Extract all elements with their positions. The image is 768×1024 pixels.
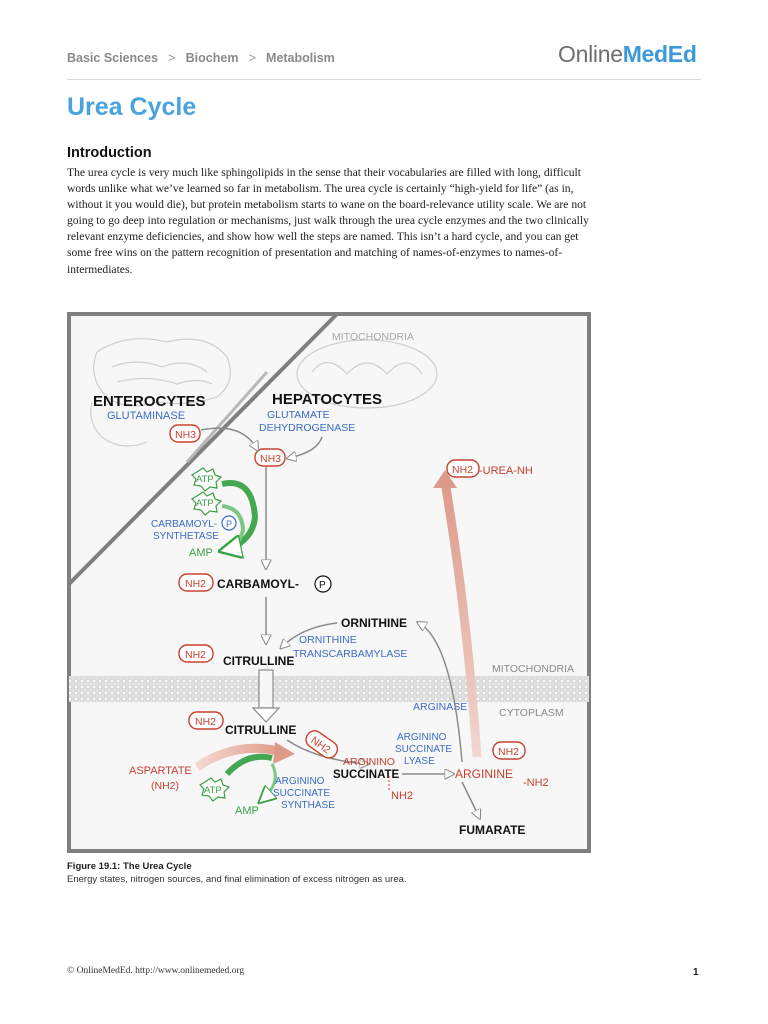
svg-text:ATP: ATP bbox=[196, 474, 214, 485]
nh2-badge-arginine: NH2 bbox=[492, 741, 526, 760]
aspartate-nh2-label: (NH2) bbox=[151, 780, 179, 792]
arrow-ornithine-to-citrulline bbox=[282, 622, 338, 647]
mitochondria-sketch-icon bbox=[296, 339, 438, 409]
logo-online-text: Online bbox=[558, 41, 623, 67]
asl-label-1: ARGININO bbox=[397, 732, 447, 743]
figure-caption-title: Figure 19.1: The Urea Cycle bbox=[67, 861, 192, 872]
mitochondrial-membrane bbox=[69, 676, 589, 702]
citrulline-transport-arrow bbox=[258, 669, 274, 709]
svg-text:NH2: NH2 bbox=[195, 716, 216, 728]
intro-paragraph: The urea cycle is very much like sphingo… bbox=[67, 166, 589, 276]
urea-cycle-figure: MITOCHONDRIA MITOCHONDRIA CYTOPLASM ENTE… bbox=[67, 312, 591, 853]
ornithine-label: ORNITHINE bbox=[341, 616, 407, 630]
breadcrumb-item-biochem[interactable]: Biochem bbox=[185, 50, 239, 65]
phosphate-icon-small bbox=[221, 515, 237, 531]
atp-burst-1: ATP bbox=[191, 467, 223, 492]
breadcrumb-separator: > bbox=[168, 50, 176, 65]
hepatocytes-label: HEPATOCYTES bbox=[272, 391, 382, 408]
glutamate-dh-label-2: DEHYDROGENASE bbox=[259, 422, 355, 434]
argininosuccinate-label-a: ARGININO bbox=[343, 756, 395, 768]
glutaminase-label: GLUTAMINASE bbox=[107, 410, 185, 422]
green-arrow-atp-2 bbox=[222, 504, 246, 550]
nh3-badge-hepatocyte: NH3 bbox=[254, 448, 286, 467]
svg-text:NH2: NH2 bbox=[185, 649, 206, 661]
enterocytes-label: ENTEROCYTES bbox=[93, 393, 206, 410]
ass-label-1: ARGININO bbox=[275, 776, 325, 787]
arrow-glutamate-dh bbox=[289, 436, 323, 458]
fumarate-label: FUMARATE bbox=[459, 823, 525, 837]
ass-label-3: SYNTHASE bbox=[281, 800, 335, 811]
nh2-badge-citrulline-cyto: NH2 bbox=[188, 711, 224, 730]
ass-label-2: SUCCINATE bbox=[273, 788, 330, 799]
diagonal-divider-1 bbox=[67, 312, 339, 586]
nh2-badge-citrulline-mito: NH2 bbox=[178, 644, 214, 663]
nh3-badge-enterocyte: NH3 bbox=[169, 424, 201, 443]
citrulline-cyto-label: CITRULLINE bbox=[225, 723, 296, 737]
svg-text:NH2: NH2 bbox=[185, 578, 206, 590]
figure-caption-text: Energy states, nitrogen sources, and fin… bbox=[67, 874, 407, 885]
atp-burst-3: ATP bbox=[199, 777, 231, 802]
nh2-free-label: NH2 bbox=[391, 790, 413, 802]
urea-label: -UREA-NH bbox=[479, 465, 533, 477]
logo-meded-text: MedEd bbox=[622, 41, 697, 67]
arginine-label: ARGININE bbox=[455, 767, 513, 781]
breadcrumb-separator: > bbox=[248, 50, 257, 65]
breadcrumb-item-metabolism[interactable]: Metabolism bbox=[266, 50, 335, 65]
arrow-arginine-to-ornithine bbox=[419, 623, 463, 763]
nh2-badge-carbamoyl: NH2 bbox=[178, 573, 214, 592]
header-divider bbox=[67, 79, 701, 80]
pink-arrow-aspartate bbox=[194, 743, 284, 771]
aspartate-label: ASPARTATE bbox=[129, 765, 192, 777]
green-arrow-atp-3 bbox=[224, 753, 273, 777]
page-number: 1 bbox=[693, 967, 699, 978]
glutamate-dh-label-1: GLUTAMATE bbox=[267, 409, 330, 421]
svg-text:NH2: NH2 bbox=[452, 464, 473, 476]
amp-label-2: AMP bbox=[235, 805, 259, 817]
cps-label-2: SYNTHETASE bbox=[153, 531, 219, 542]
diagonal-divider-2 bbox=[185, 371, 269, 463]
amp-label-1: AMP bbox=[189, 547, 213, 559]
breadcrumb: Basic Sciences > Biochem > Metabolism bbox=[67, 50, 335, 65]
cytoplasm-label: CYTOPLASM bbox=[499, 707, 564, 719]
svg-text:NH3: NH3 bbox=[260, 453, 281, 465]
arrow-to-fumarate bbox=[461, 781, 479, 817]
arginine-nh2-label: -NH2 bbox=[523, 777, 549, 789]
svg-text:ATP: ATP bbox=[204, 785, 222, 796]
phosphate-icon bbox=[314, 575, 332, 593]
onlinemeded-logo[interactable]: OnlineMedEd bbox=[558, 41, 697, 68]
svg-text:P: P bbox=[319, 580, 326, 591]
svg-text:P: P bbox=[226, 519, 232, 529]
cps-label-1: CARBAMOYL- bbox=[151, 519, 217, 530]
page-title: Urea Cycle bbox=[67, 93, 197, 121]
svg-text:NH3: NH3 bbox=[175, 429, 196, 441]
nh2-badge-urea: NH2 bbox=[446, 459, 480, 478]
asl-label-2: SUCCINATE bbox=[395, 744, 452, 755]
svg-text:ATP: ATP bbox=[196, 498, 214, 509]
citrulline-mito-label: CITRULLINE bbox=[223, 654, 294, 668]
section-heading: Introduction bbox=[67, 145, 152, 161]
carbamoyl-phosphate-label: CARBAMOYL- bbox=[217, 577, 299, 591]
breadcrumb-item-basic-sciences[interactable]: Basic Sciences bbox=[67, 50, 159, 65]
mitochondria-membrane-label: MITOCHONDRIA bbox=[492, 663, 574, 675]
atp-burst-2: ATP bbox=[191, 491, 223, 516]
asl-label-3: LYASE bbox=[404, 756, 435, 767]
argininosuccinate-label-b: SUCCINATE bbox=[333, 769, 400, 781]
intestine-icon bbox=[90, 338, 231, 447]
otc-label-2: TRANSCARBAMYLASE bbox=[293, 648, 407, 660]
footer-copyright: © OnlineMedEd. http://www.onlinemeded.or… bbox=[67, 966, 245, 976]
otc-label-1: ORNITHINE bbox=[299, 634, 357, 646]
arrow-nh3-transfer bbox=[200, 427, 257, 449]
arginase-label: ARGINASE bbox=[413, 701, 467, 713]
pink-arrow-urea bbox=[440, 481, 482, 758]
mitochondria-top-label: MITOCHONDRIA bbox=[332, 331, 414, 343]
svg-text:NH2: NH2 bbox=[498, 746, 519, 758]
arrow-citrulline-to-as bbox=[286, 739, 367, 764]
